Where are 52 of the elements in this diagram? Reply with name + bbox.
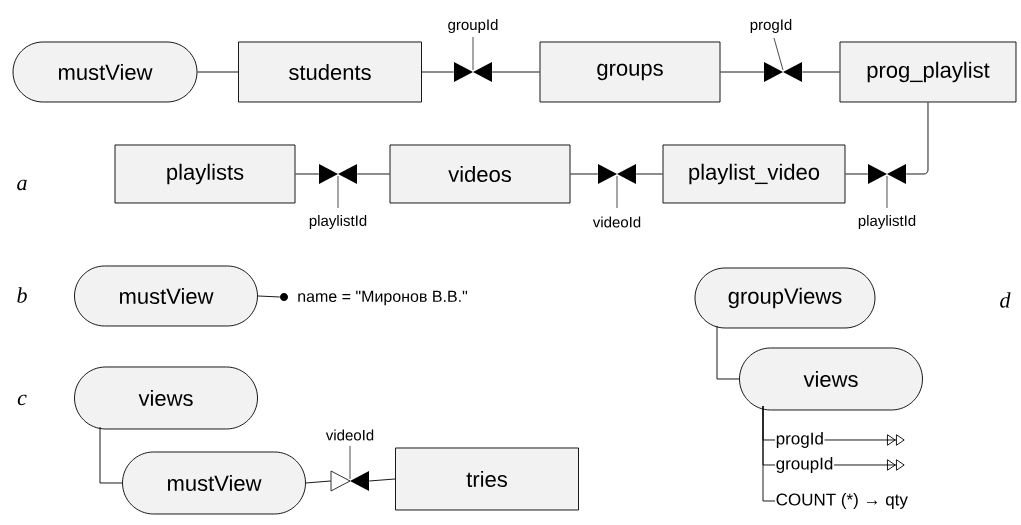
connector (99, 426, 123, 484)
connector (305, 480, 332, 484)
bowtie-symbol (764, 37, 802, 82)
rounded-box: mustView (122, 451, 306, 515)
panel-letter: d (1000, 292, 1011, 308)
rounded-box: views (74, 366, 258, 430)
condition-text: name = "Миронов В.В." (298, 290, 468, 306)
connector (801, 71, 840, 73)
bowtie-symbol (330, 445, 369, 492)
table-box: students (238, 41, 422, 103)
field-text: COUNT (*) → qty (776, 493, 908, 509)
bowtie-symbol (868, 164, 906, 209)
connector (845, 173, 869, 175)
panel-letter: c (17, 394, 27, 406)
field-text: progId (776, 432, 823, 448)
table-box: videos (389, 144, 571, 204)
key-label: videoId (592, 216, 641, 228)
key-label: videoId (325, 429, 374, 441)
connector (720, 71, 765, 73)
table-box: prog_playlist (839, 41, 1017, 103)
connector (905, 102, 929, 175)
rounded-box: mustView (12, 41, 198, 103)
connector (257, 295, 281, 298)
table-box: tries (395, 447, 579, 511)
rounded-box: mustView (74, 265, 258, 327)
connector (570, 173, 599, 175)
connector (491, 71, 540, 73)
panel-letter: b (17, 287, 27, 303)
connector (824, 434, 905, 446)
connector (762, 405, 776, 502)
key-label: groupId (448, 19, 498, 33)
table-box: playlists (114, 144, 296, 204)
connector (421, 71, 455, 73)
connector (356, 173, 390, 175)
key-label: playlistId (309, 215, 367, 229)
bowtie-symbol (598, 164, 636, 209)
bowtie-symbol (454, 36, 492, 82)
table-box: groups (539, 41, 721, 103)
rounded-box: groupViews (694, 267, 876, 329)
connector (716, 325, 740, 380)
table-box: playlist_video (662, 144, 846, 204)
panel-letter: a (17, 179, 27, 191)
key-label: progId (750, 19, 792, 33)
bowtie-symbol (319, 164, 357, 209)
rounded-box: views (739, 347, 923, 411)
connector (295, 173, 320, 175)
connector (833, 459, 905, 471)
connector (368, 478, 396, 482)
field-text: groupId (776, 457, 833, 473)
connector (197, 71, 239, 73)
key-label: playlistId (858, 215, 916, 229)
connector (635, 173, 663, 175)
